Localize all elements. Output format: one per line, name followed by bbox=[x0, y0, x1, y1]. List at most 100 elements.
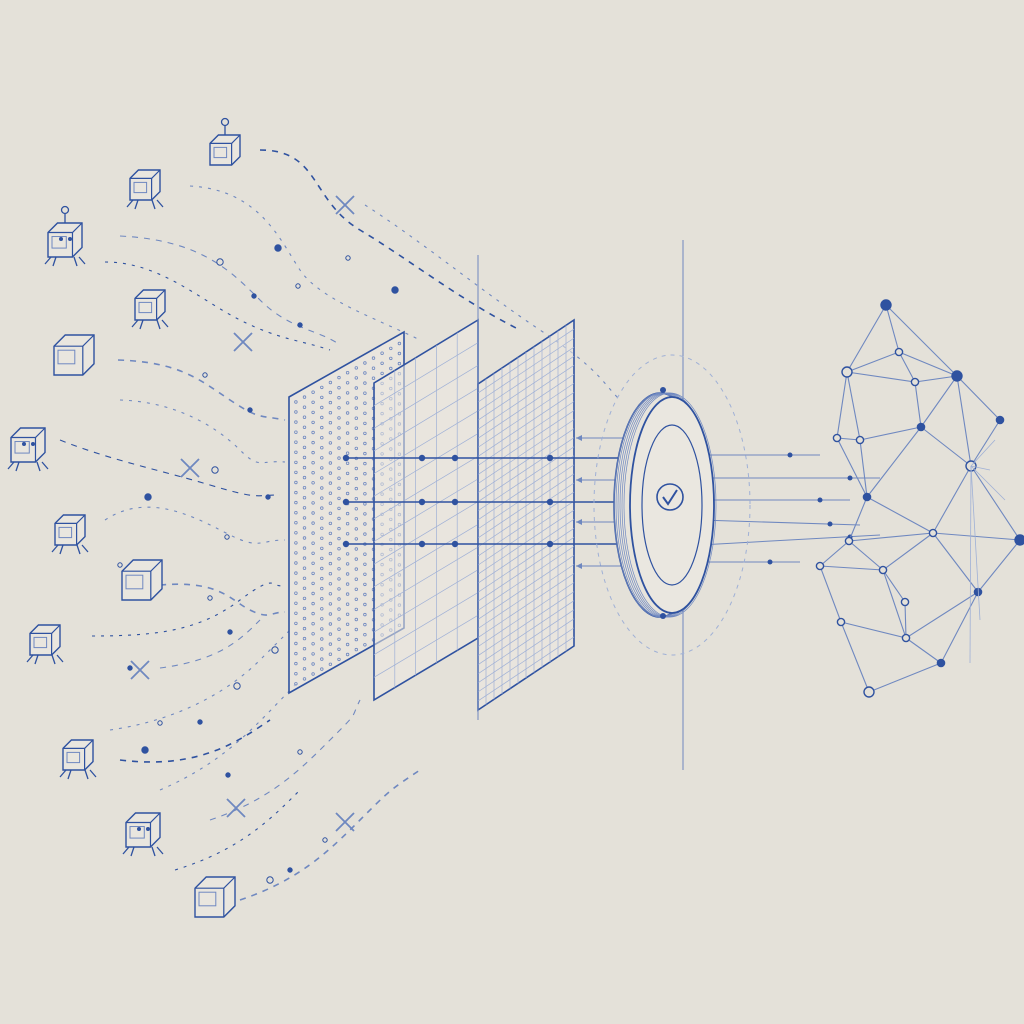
network-graph bbox=[815, 299, 1024, 698]
lens-aura-ring bbox=[593, 354, 751, 656]
stream-node-dot bbox=[287, 867, 293, 873]
lens-edge-ring bbox=[623, 392, 717, 618]
network-node bbox=[995, 415, 1005, 425]
network-edge bbox=[885, 304, 958, 377]
beam-node-dot bbox=[451, 454, 459, 462]
stream-node-dot bbox=[225, 772, 231, 778]
checkmark-circle-icon bbox=[656, 483, 684, 511]
filter-layers bbox=[288, 240, 684, 770]
beam-node-dot bbox=[342, 454, 350, 462]
output-node-dot bbox=[817, 497, 823, 503]
rejected-x-icon bbox=[180, 458, 200, 478]
stream-node-dot bbox=[322, 837, 328, 843]
network-edge bbox=[866, 496, 934, 534]
data-stream-path bbox=[259, 149, 521, 331]
data-stream-path bbox=[189, 185, 421, 341]
beam-node-dot bbox=[451, 498, 459, 506]
output-line bbox=[699, 519, 861, 526]
robot-icon bbox=[122, 812, 164, 857]
walker-robot-icon bbox=[59, 739, 97, 780]
network-edge bbox=[859, 426, 922, 441]
stream-node-dot bbox=[127, 665, 133, 671]
rejected-x-icon bbox=[335, 812, 355, 832]
data-stream-path bbox=[159, 619, 261, 669]
network-spoke bbox=[970, 465, 1006, 501]
beam-node-dot bbox=[418, 498, 426, 506]
network-edge bbox=[932, 532, 979, 593]
stream-node-dot bbox=[144, 493, 152, 501]
network-node bbox=[1014, 534, 1024, 546]
network-node bbox=[878, 565, 888, 575]
network-node bbox=[928, 528, 938, 538]
network-edge bbox=[914, 375, 958, 383]
arrowhead-icon bbox=[576, 435, 582, 441]
cube-icon bbox=[194, 876, 236, 918]
data-stream-path bbox=[364, 204, 621, 401]
network-edge bbox=[977, 539, 1021, 593]
walker-robot-icon bbox=[126, 169, 164, 210]
network-edge bbox=[885, 304, 900, 353]
stream-node-dot bbox=[216, 258, 224, 266]
network-spoke bbox=[970, 439, 996, 467]
stream-node-dot bbox=[224, 534, 230, 540]
beam-node-dot bbox=[418, 540, 426, 548]
verification-lens bbox=[593, 354, 751, 656]
network-node bbox=[855, 435, 865, 445]
agent-icons bbox=[7, 117, 241, 918]
stream-node-dot bbox=[202, 372, 208, 378]
network-edge bbox=[819, 565, 842, 623]
cube-icon bbox=[53, 334, 95, 376]
rejected-x-icon bbox=[335, 195, 355, 215]
beam-node-dot bbox=[546, 540, 554, 548]
beam-node-dot bbox=[342, 540, 350, 548]
network-node bbox=[910, 377, 920, 387]
data-stream-path bbox=[159, 583, 286, 616]
walker-robot-icon bbox=[26, 624, 64, 665]
network-node bbox=[815, 561, 825, 571]
network-spoke bbox=[970, 465, 991, 471]
network-edge bbox=[868, 662, 942, 693]
network-edge bbox=[898, 351, 958, 377]
network-edge bbox=[905, 591, 979, 639]
robot-icon bbox=[7, 427, 49, 472]
arrowhead-icon bbox=[576, 519, 582, 525]
antenna-robot-icon bbox=[44, 205, 86, 267]
fine-grid-panel-icon bbox=[477, 318, 575, 712]
network-edge bbox=[882, 532, 934, 571]
output-node-dot bbox=[767, 559, 773, 565]
output-node-dot bbox=[827, 521, 833, 527]
network-spoke bbox=[969, 465, 972, 664]
network-edge bbox=[956, 375, 1001, 421]
network-edge bbox=[840, 621, 907, 639]
data-stream-path bbox=[209, 699, 361, 821]
network-edge bbox=[846, 371, 916, 383]
beam-node-dot bbox=[418, 454, 426, 462]
network-edge bbox=[848, 532, 934, 542]
network-node bbox=[836, 617, 846, 627]
network-edge bbox=[840, 621, 870, 693]
rejected-x-icon bbox=[130, 660, 150, 680]
beam-node-dot bbox=[451, 540, 459, 548]
output-node-dot bbox=[787, 452, 793, 458]
network-edge bbox=[819, 540, 850, 567]
data-stream-path bbox=[91, 582, 286, 637]
stream-node-dot bbox=[211, 466, 219, 474]
lens-face bbox=[629, 396, 715, 614]
network-edge bbox=[848, 540, 884, 571]
data-stream-path bbox=[59, 439, 281, 497]
network-edge bbox=[836, 437, 868, 498]
data-stream-path bbox=[119, 399, 286, 464]
network-edge bbox=[932, 532, 1021, 541]
network-edge bbox=[970, 465, 1021, 541]
arrowhead-icon bbox=[576, 477, 582, 483]
stream-node-dot bbox=[157, 720, 163, 726]
arrowhead-icon bbox=[576, 563, 582, 569]
stream-node-dot bbox=[274, 244, 282, 252]
stream-node-dot bbox=[251, 293, 257, 299]
network-edge bbox=[920, 426, 972, 467]
network-edge bbox=[819, 565, 884, 571]
network-edge bbox=[898, 351, 916, 383]
stream-node-dot bbox=[207, 595, 213, 601]
network-node bbox=[880, 299, 892, 311]
